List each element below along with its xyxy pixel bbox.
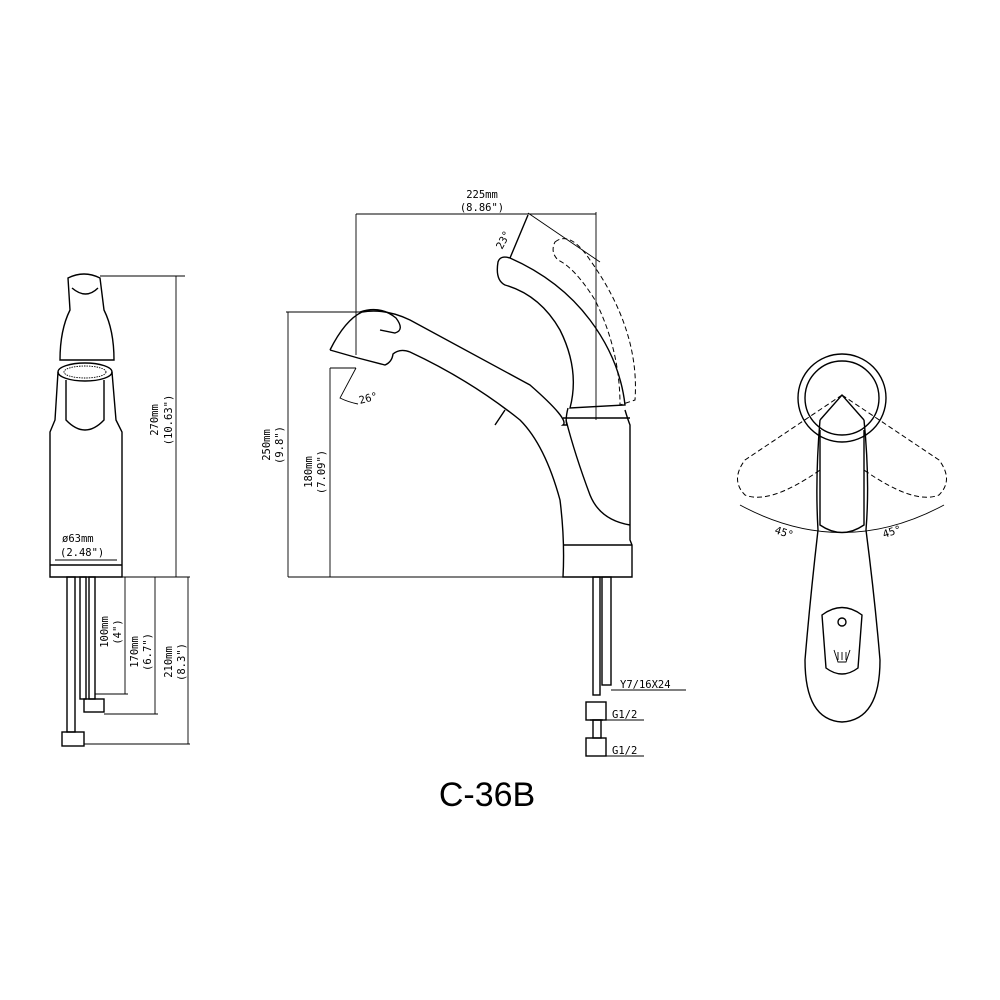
hose-210-in: (8.3") — [176, 643, 188, 681]
front-view: ø63mm (2.48") 270mm (10.63") 100mm (4") … — [49, 273, 190, 747]
hose-170-mm: 170mm — [129, 636, 141, 668]
height-180-in: (7.09") — [316, 450, 328, 494]
front-base-diameter-mm: ø63mm — [62, 533, 94, 545]
front-base-diameter-in: (2.48") — [60, 547, 104, 559]
fitting-1-label: G1/2 — [612, 709, 637, 721]
reach-mm: 225mm — [466, 189, 498, 201]
hose-170-in: (6.7") — [142, 633, 154, 671]
height-250-in: (9.8") — [274, 426, 286, 464]
hose-100-in: (4") — [112, 619, 124, 644]
spout-angle: 26° — [358, 390, 379, 407]
front-height-mm: 270mm — [149, 404, 161, 436]
height-180-mm: 180mm — [303, 456, 315, 488]
top-view: 45° 45° — [737, 353, 947, 723]
hose-210-mm: 210mm — [163, 646, 175, 678]
side-view: 225mm (8.86") 23° 26° 250mm (9.8") 180mm… — [261, 189, 686, 757]
rotation-right-label: 45° — [881, 524, 903, 541]
rotation-left-label: 45° — [773, 524, 795, 541]
model-title: C-36B — [439, 776, 535, 814]
connector-thread-label: Y7/16X24 — [620, 679, 671, 691]
fitting-2-label: G1/2 — [612, 745, 637, 757]
height-250-mm: 250mm — [261, 429, 273, 461]
hose-100-mm: 100mm — [99, 616, 111, 648]
lever-angle: 23° — [494, 229, 514, 251]
front-height-in: (10.63") — [163, 395, 175, 446]
reach-in: (8.86") — [460, 202, 504, 214]
